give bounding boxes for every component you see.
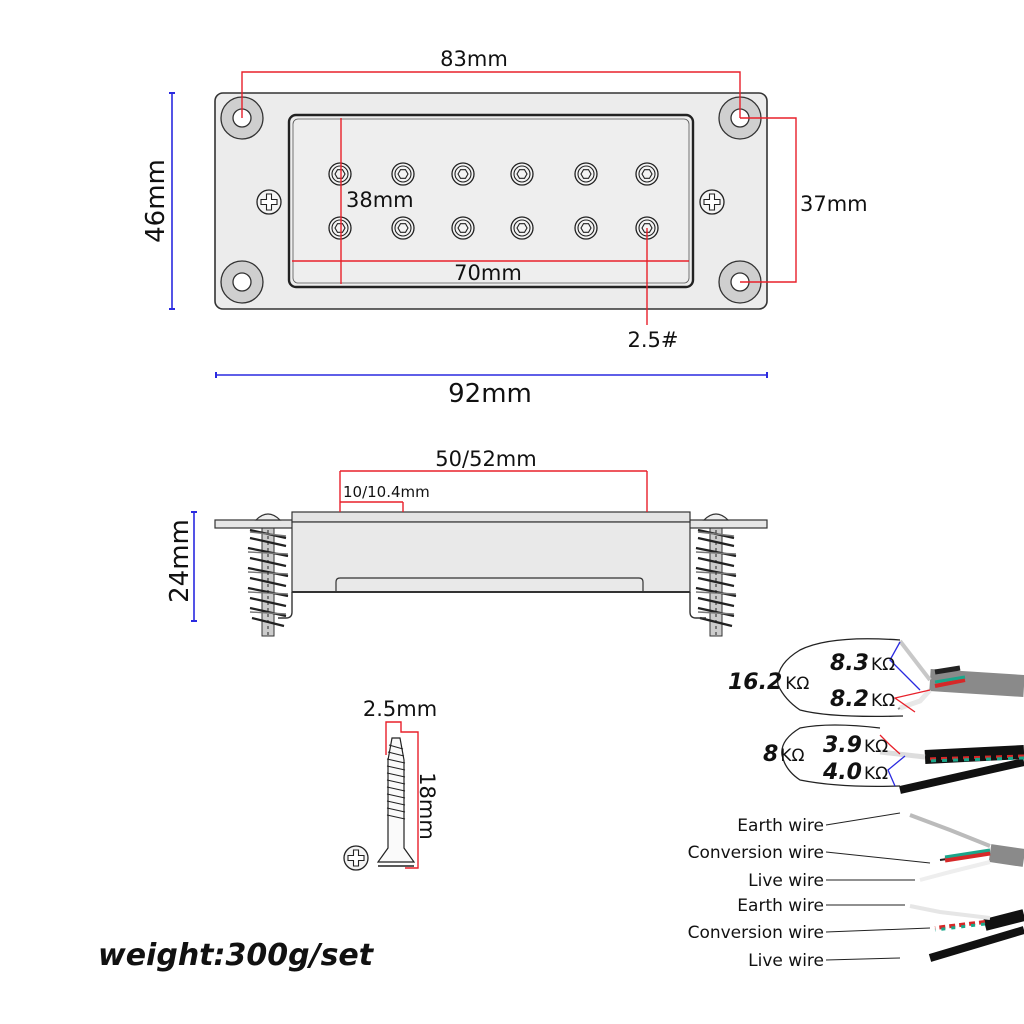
pole-piece xyxy=(510,216,534,240)
pole-piece xyxy=(451,162,475,186)
pole-piece xyxy=(635,162,659,186)
wire-label-live: Live wire xyxy=(748,951,824,971)
leader-line xyxy=(825,812,901,826)
dim-line-83mm xyxy=(241,71,741,118)
label-24mm: 24mm xyxy=(165,519,195,603)
dim-line-37mm xyxy=(740,117,797,283)
label-50-52mm: 50/52mm xyxy=(435,447,536,471)
dim-line-screw xyxy=(385,721,419,869)
pole-piece xyxy=(574,162,598,186)
label-38mm: 38mm xyxy=(346,188,414,212)
pole-piece xyxy=(451,216,475,240)
leader-line xyxy=(825,851,931,864)
wire-label-live: Live wire xyxy=(748,871,824,891)
label-46mm: 46mm xyxy=(141,159,171,243)
side-body xyxy=(291,521,691,593)
label-10-10.4mm: 10/10.4mm xyxy=(343,483,430,501)
pole-piece xyxy=(391,216,415,240)
weight-label: weight:300g/set xyxy=(98,938,375,973)
leader-line xyxy=(825,927,931,933)
side-view: 50/52mm 10/10.4mm 24mm xyxy=(165,447,768,638)
pole-piece xyxy=(391,162,415,186)
leader-line xyxy=(825,957,901,961)
label-screw-diameter: 2.5mm xyxy=(363,697,437,721)
pole-piece xyxy=(328,162,352,186)
label-37mm: 37mm xyxy=(800,192,868,216)
pole-piece xyxy=(510,162,534,186)
pole-piece xyxy=(328,216,352,240)
label-92mm: 92mm xyxy=(448,379,532,409)
mounting-screw: 2.5mm 18mm xyxy=(343,697,439,871)
top-view: 83mm 37mm 38mm 70mm 2.5# 92mm 46mm xyxy=(141,47,868,409)
pickup-cover xyxy=(287,113,695,289)
wiring-legend: Earth wire Conversion wire Live wire Ear… xyxy=(688,812,1024,971)
side-cover-top xyxy=(291,511,691,523)
pole-piece xyxy=(574,216,598,240)
wire-label-conversion: Conversion wire xyxy=(688,843,824,863)
label-83mm: 83mm xyxy=(440,47,508,71)
wire-label-conversion: Conversion wire xyxy=(688,923,824,943)
mounting-hole-bottom-left xyxy=(220,260,264,304)
wire-label-earth: Earth wire xyxy=(737,816,824,836)
label-screw-length: 18mm xyxy=(415,772,439,840)
phillips-screw-icon xyxy=(699,189,725,215)
label-70mm: 70mm xyxy=(454,261,522,285)
phillips-screw-icon xyxy=(256,189,282,215)
wire-label-earth: Earth wire xyxy=(737,896,824,916)
label-pole-screw: 2.5# xyxy=(628,328,679,352)
phillips-screw-head-icon xyxy=(343,845,369,871)
